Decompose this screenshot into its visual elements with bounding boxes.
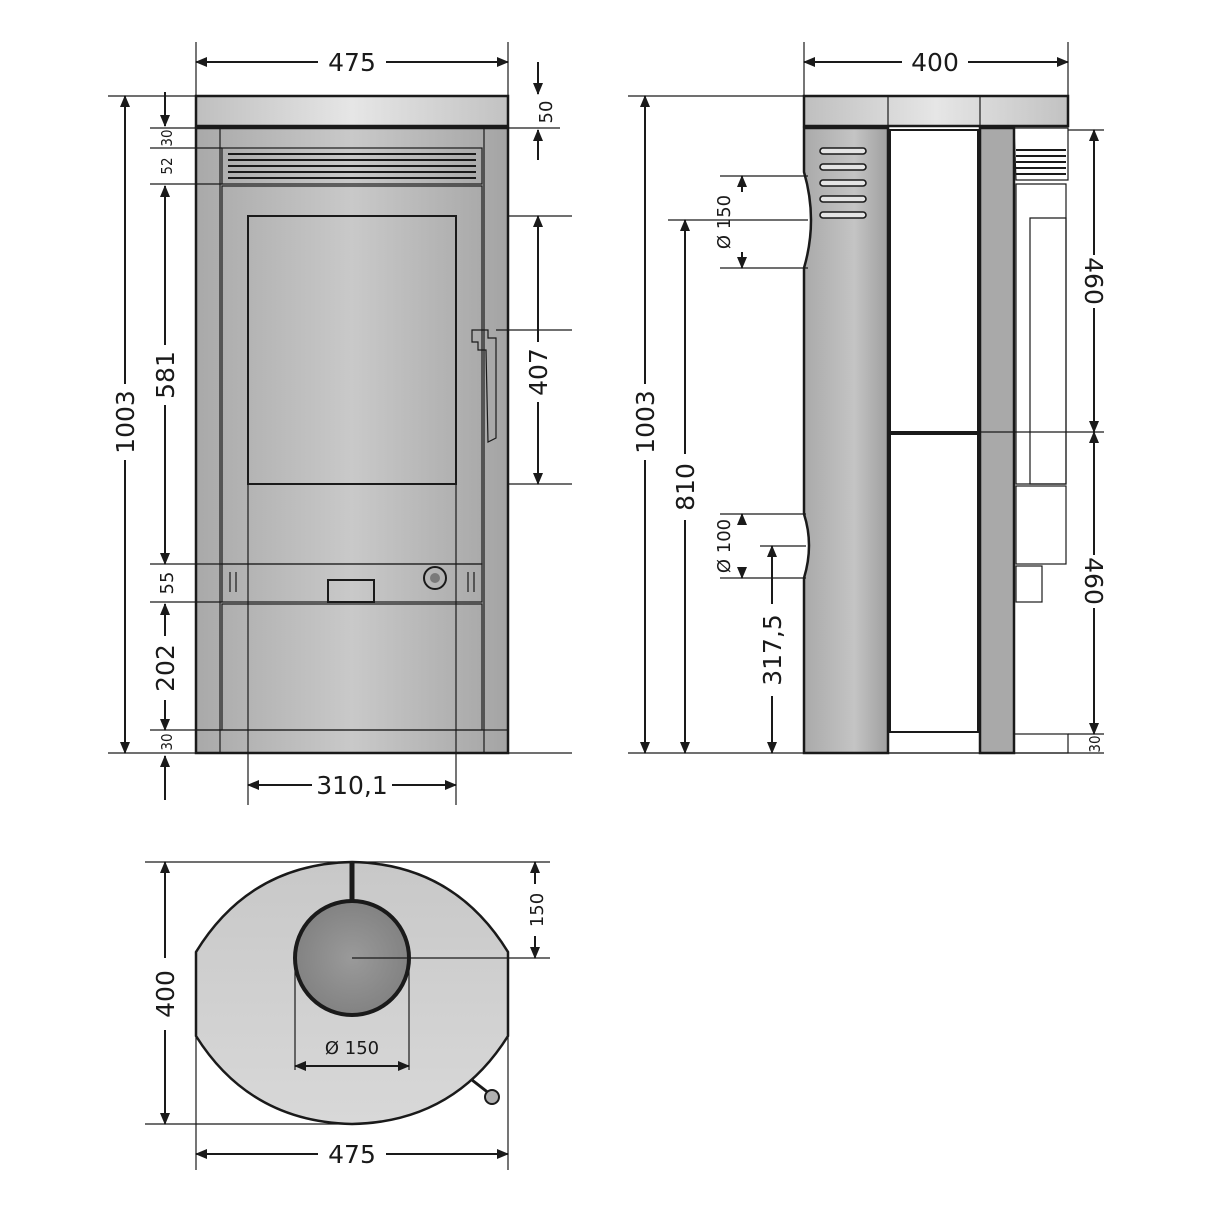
front-glass-label: 407 (524, 348, 553, 396)
side-extension-lines (628, 42, 1104, 754)
front-glass (247, 215, 457, 485)
front-door-label: 581 (151, 351, 180, 399)
top-flue-label: Ø 150 (325, 1038, 379, 1059)
side-upper-panel (889, 129, 979, 433)
side-top-cap (802, 94, 1070, 128)
side-lower-panel (889, 433, 979, 733)
top-extension-lines (145, 861, 550, 1170)
side-body-left (802, 126, 890, 755)
top-offset-label: 150 (527, 893, 548, 927)
front-door-handle (471, 329, 497, 443)
front-view: 475 1003 50 30 52 581 407 55 202 30 (108, 42, 572, 805)
front-grille-label: 52 (158, 157, 176, 174)
side-vents (819, 147, 867, 219)
side-height-label: 1003 (631, 390, 660, 454)
front-foot-label: 30 (158, 733, 176, 750)
side-door-profile (1013, 127, 1069, 181)
top-width-label: 475 (328, 1140, 376, 1169)
front-air-knob (423, 566, 447, 590)
front-grille (221, 147, 483, 185)
side-flue-top-label: Ø 150 (714, 195, 735, 249)
front-grille-slots (228, 153, 476, 179)
front-top-30-label: 30 (158, 129, 176, 146)
side-air-height-label: 317,5 (758, 614, 787, 686)
side-view: 400 1003 Ø 150 810 Ø 100 317,5 460 460 3… (628, 42, 1108, 755)
top-view: 400 150 Ø 150 475 (145, 860, 550, 1170)
front-base-label: 202 (151, 644, 180, 692)
front-ash-handle (327, 579, 375, 603)
side-width-label: 400 (911, 48, 959, 77)
front-top-cap-label: 50 (536, 101, 557, 124)
side-air-label: Ø 100 (714, 519, 735, 573)
side-flue-height-label: 810 (671, 463, 700, 511)
front-ash-label: 55 (157, 572, 178, 595)
top-knob (484, 1089, 500, 1105)
front-inner-width-label: 310,1 (316, 771, 388, 800)
top-depth-label: 400 (151, 970, 180, 1018)
front-top-cap (194, 94, 510, 128)
side-upper-panel-label: 460 (1079, 257, 1108, 305)
side-foot-label: 30 (1086, 735, 1104, 752)
side-lower-panel-label: 460 (1079, 557, 1108, 605)
front-height-label: 1003 (111, 390, 140, 454)
front-width-label: 475 (328, 48, 376, 77)
side-body-right (978, 126, 1016, 755)
front-body (194, 126, 510, 755)
